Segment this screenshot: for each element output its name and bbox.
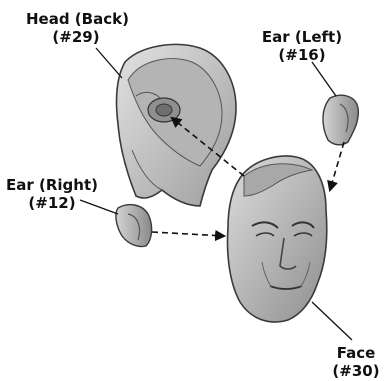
label-head-back-name: Head (Back) [26, 10, 126, 28]
assembly-arrow-ear-right-to-face [152, 232, 224, 236]
label-face-number: (#30) [326, 362, 386, 380]
leader-ear-left [312, 62, 336, 96]
label-face: Face (#30) [326, 344, 386, 380]
label-ear-right: Ear (Right) (#12) [2, 176, 102, 212]
label-ear-left: Ear (Left) (#16) [252, 28, 352, 64]
leader-head-back [96, 48, 122, 78]
face-part [228, 156, 327, 322]
label-face-name: Face [326, 344, 386, 362]
leader-face [312, 302, 352, 340]
label-ear-left-name: Ear (Left) [252, 28, 352, 46]
ear-left-part [323, 95, 358, 145]
label-ear-left-number: (#16) [252, 46, 352, 64]
ear-right-part [116, 205, 152, 247]
label-head-back-number: (#29) [26, 28, 126, 46]
assembly-arrow-ear-left-to-face [330, 142, 344, 190]
label-ear-right-number: (#12) [2, 194, 102, 212]
head-back-part [116, 44, 236, 206]
label-head-back: Head (Back) (#29) [26, 10, 126, 46]
label-ear-right-name: Ear (Right) [2, 176, 102, 194]
